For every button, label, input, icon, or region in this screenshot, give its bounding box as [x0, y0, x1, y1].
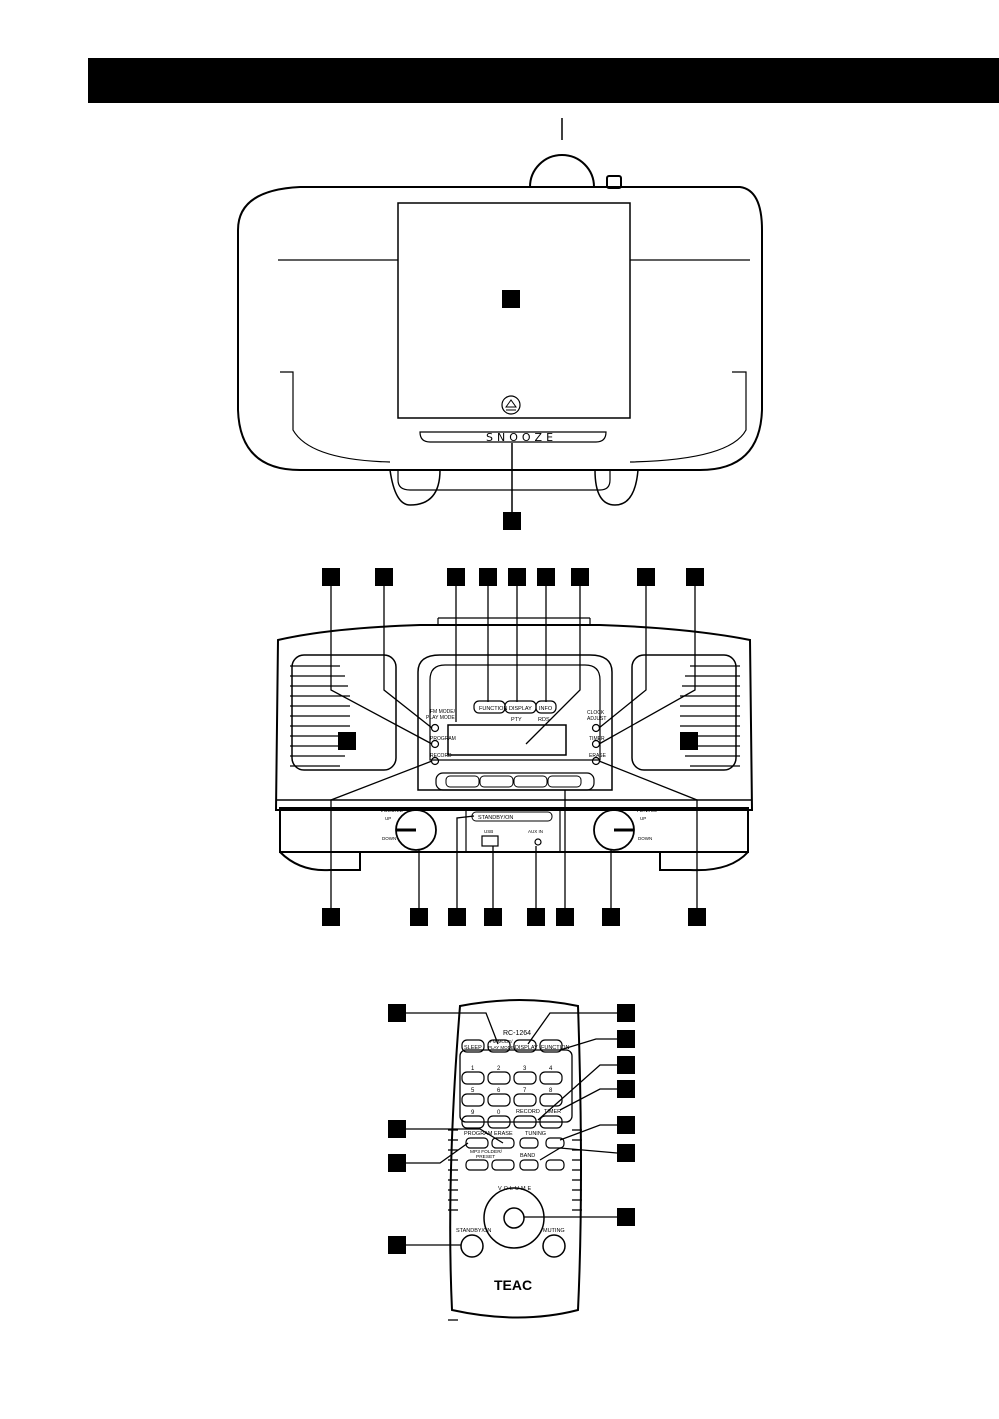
remote-digit-3: 3: [523, 1066, 527, 1072]
rds-label: RDS: [538, 717, 550, 723]
volume-down-label: DOWN: [382, 836, 396, 841]
volume-label: VOLUME: [380, 808, 404, 814]
aux-in-label: AUX IN: [528, 829, 543, 834]
remote-labels: RC-1264 SLEEP FM MODE/ PLAY MODE DISPLAY…: [456, 1030, 569, 1293]
tuning-down-label: DOWN: [638, 836, 652, 841]
volume-up-label: UP: [385, 816, 391, 821]
callout-speaker-right: [680, 732, 698, 750]
remote-digit-4: 4: [549, 1066, 553, 1072]
remote-model-label: RC-1264: [503, 1030, 531, 1037]
callout-speaker-left: [338, 732, 356, 750]
front-callouts-top: [322, 568, 704, 586]
remote-digit-0: 0: [497, 1110, 501, 1116]
remote-sleep-label: SLEEP: [464, 1045, 482, 1051]
remote-digit-2: 2: [497, 1066, 501, 1072]
erase-label: ERASE: [589, 753, 607, 759]
remote-record-label: RECORD: [516, 1109, 540, 1115]
section-header-bar: [88, 58, 999, 103]
record-label: RECORD: [430, 753, 452, 759]
play-mode-label: PLAY MODE: [426, 715, 455, 721]
remote-callouts: [388, 1004, 635, 1254]
program-label: PROGRAM: [430, 736, 456, 742]
remote-erase-label: ERASE: [494, 1131, 513, 1137]
remote-preset-label: PRESET: [476, 1154, 495, 1160]
remote-tuning-label: TUNING: [525, 1131, 546, 1137]
remote-digit-6: 6: [497, 1088, 501, 1094]
remote-program-label: PROGRAM: [464, 1131, 493, 1137]
tuning-label: TUNING: [636, 808, 657, 814]
remote-mp3-folder-label: MP3 FOLDER/: [470, 1149, 503, 1155]
function-label: FUNCTION: [479, 706, 507, 712]
remote-leader-lines: [406, 1012, 618, 1246]
adjust-label: ADJUST: [587, 716, 606, 722]
remote-digit-1: 1: [471, 1066, 475, 1072]
callout-cd-door: [502, 290, 520, 308]
remote-band-label: BAND: [520, 1153, 535, 1159]
remote-timer-label: TIMER: [544, 1109, 561, 1115]
front-view: [274, 617, 754, 872]
remote-digit-9: 9: [471, 1110, 475, 1116]
remote-display-label: DISPLAY: [515, 1045, 538, 1051]
display-label: DISPLAY: [509, 706, 532, 712]
remote-digit-8: 8: [549, 1088, 553, 1094]
timer-label: TIMER: [589, 736, 605, 742]
fm-mode-label: FM MODE/: [430, 709, 456, 715]
info-label: INFO: [539, 706, 553, 712]
remote-digit-5: 5: [471, 1088, 475, 1094]
front-callouts-bottom: [322, 908, 706, 926]
remote-muting-label: MUTING: [543, 1228, 565, 1234]
top-view: [237, 118, 763, 506]
remote-brand-logo: TEAC: [494, 1277, 532, 1293]
snooze-label: SNOOZE: [486, 431, 557, 444]
remote-standby-label: STANDBY/ON: [456, 1228, 491, 1234]
standby-on-label: STANDBY/ON: [478, 815, 513, 821]
usb-label: USB: [484, 829, 493, 834]
pty-label: PTY: [511, 717, 522, 723]
remote-play-mode-label: PLAY MODE: [488, 1045, 514, 1050]
tuning-up-label: UP: [640, 816, 646, 821]
front-leader-lines: [330, 586, 698, 908]
remote-body: [448, 999, 582, 1321]
remote-function-label: FUNCTION: [541, 1045, 569, 1051]
remote-volume-label: VOLUME: [498, 1186, 533, 1192]
remote-digit-7: 7: [523, 1088, 527, 1094]
callout-snooze: [503, 512, 521, 530]
clock-label: CLOCK: [587, 710, 605, 716]
remote-fm-mode-label: FM MODE/: [490, 1039, 513, 1044]
